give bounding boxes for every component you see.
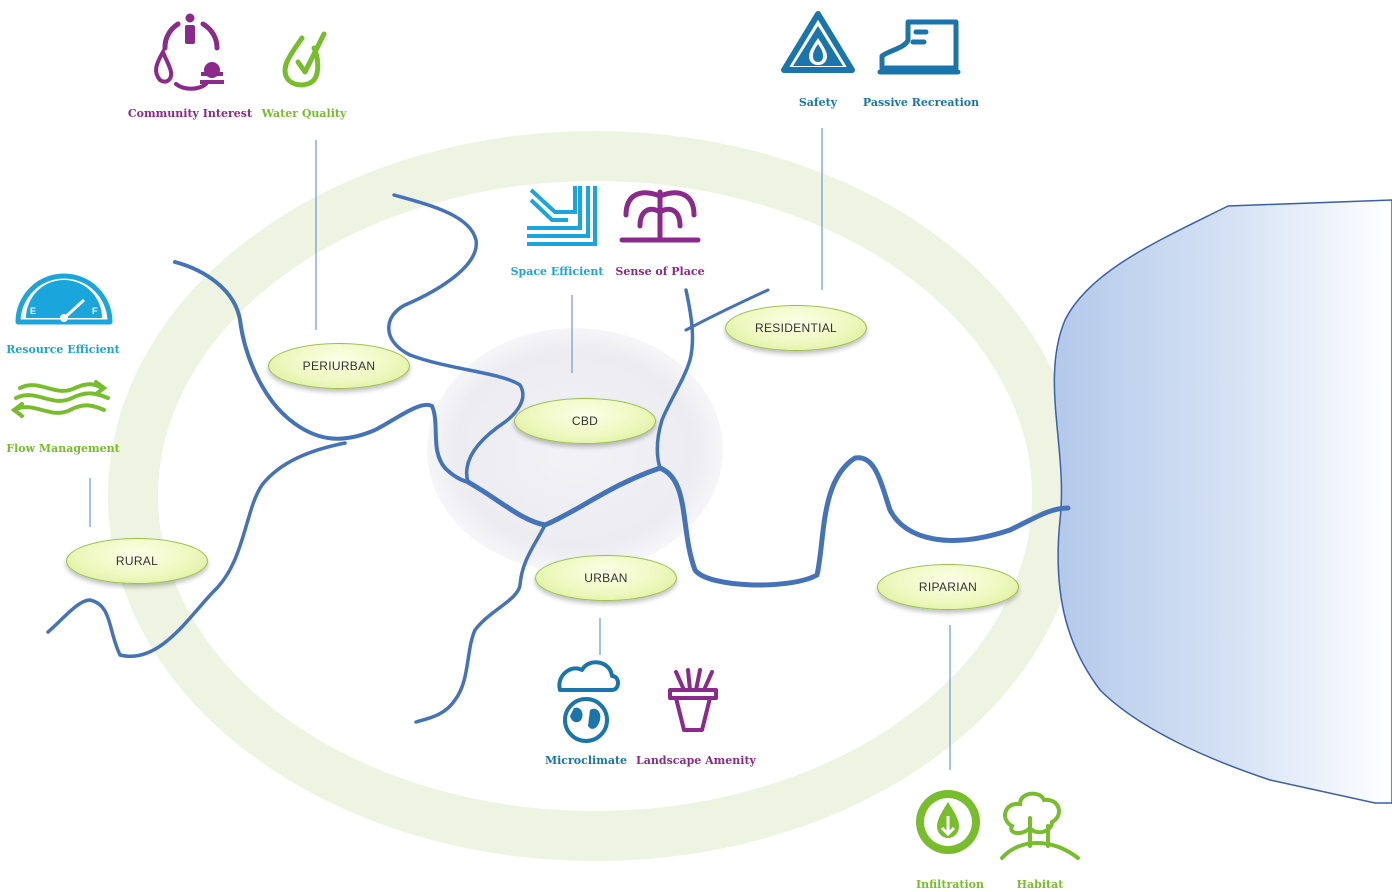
zone-periurban-label: PERIURBAN <box>302 359 376 373</box>
river-west-branch <box>173 260 470 484</box>
label-water-quality: Water Quality <box>261 107 347 120</box>
water-body <box>1053 199 1392 804</box>
label-microclimate: Microclimate <box>544 754 628 767</box>
zone-cbd-label: CBD <box>571 414 599 428</box>
zone-residential-label: RESIDENTIAL <box>755 321 837 335</box>
river-periurban-branch <box>387 193 525 484</box>
label-infiltration: Infiltration <box>916 878 984 891</box>
trees-icon <box>1000 791 1080 860</box>
label-space-efficient: Space Efficient <box>510 265 604 278</box>
cloud-globe-icon <box>557 660 620 743</box>
zone-periurban: PERIURBAN <box>268 343 410 389</box>
zone-cbd: CBD <box>514 398 656 444</box>
label-passive-recreation: Passive Recreation <box>862 96 980 109</box>
label-resource-efficient: Resource Efficient <box>6 343 120 356</box>
label-sense-of-place: Sense of Place <box>615 265 705 278</box>
river-urban-branch <box>414 523 547 724</box>
svg-text:F: F <box>92 306 98 316</box>
label-flow-management: Flow Management <box>6 442 120 455</box>
zone-urban-label: URBAN <box>584 571 628 585</box>
zone-riparian: RIPARIAN <box>877 564 1019 610</box>
wave-arrows-icon <box>10 380 110 418</box>
label-habitat: Habitat <box>1016 878 1064 891</box>
zone-rural-label: RURAL <box>115 554 159 568</box>
water-drop-check-icon <box>282 31 327 88</box>
infiltration-drop-icon <box>916 790 980 854</box>
label-safety: Safety <box>798 96 838 109</box>
central-core <box>427 328 723 572</box>
zone-urban: URBAN <box>535 555 677 601</box>
outer-ring <box>108 131 1082 861</box>
svg-text:E: E <box>30 306 36 316</box>
main-river <box>465 455 1071 588</box>
river-rural-branch <box>46 441 347 659</box>
leader-lines <box>89 128 951 770</box>
planter-icon <box>668 668 718 732</box>
label-landscape-amenity: Landscape Amenity <box>636 754 756 767</box>
fuel-gauge-icon: E F <box>15 273 113 325</box>
community-people-water-tree-icon <box>154 13 224 91</box>
warning-triangle-drop-icon <box>781 11 855 73</box>
zone-rural: RURAL <box>66 538 208 584</box>
fountain-icon <box>619 189 701 243</box>
river-network <box>46 193 1071 724</box>
stacked-chevrons-icon <box>527 186 597 246</box>
zone-residential: RESIDENTIAL <box>725 305 867 351</box>
river-residential-branch <box>684 288 770 332</box>
hiking-boot-icon <box>877 19 961 75</box>
label-community-interest: Community Interest <box>127 107 253 120</box>
zone-riparian-label: RIPARIAN <box>918 580 978 594</box>
